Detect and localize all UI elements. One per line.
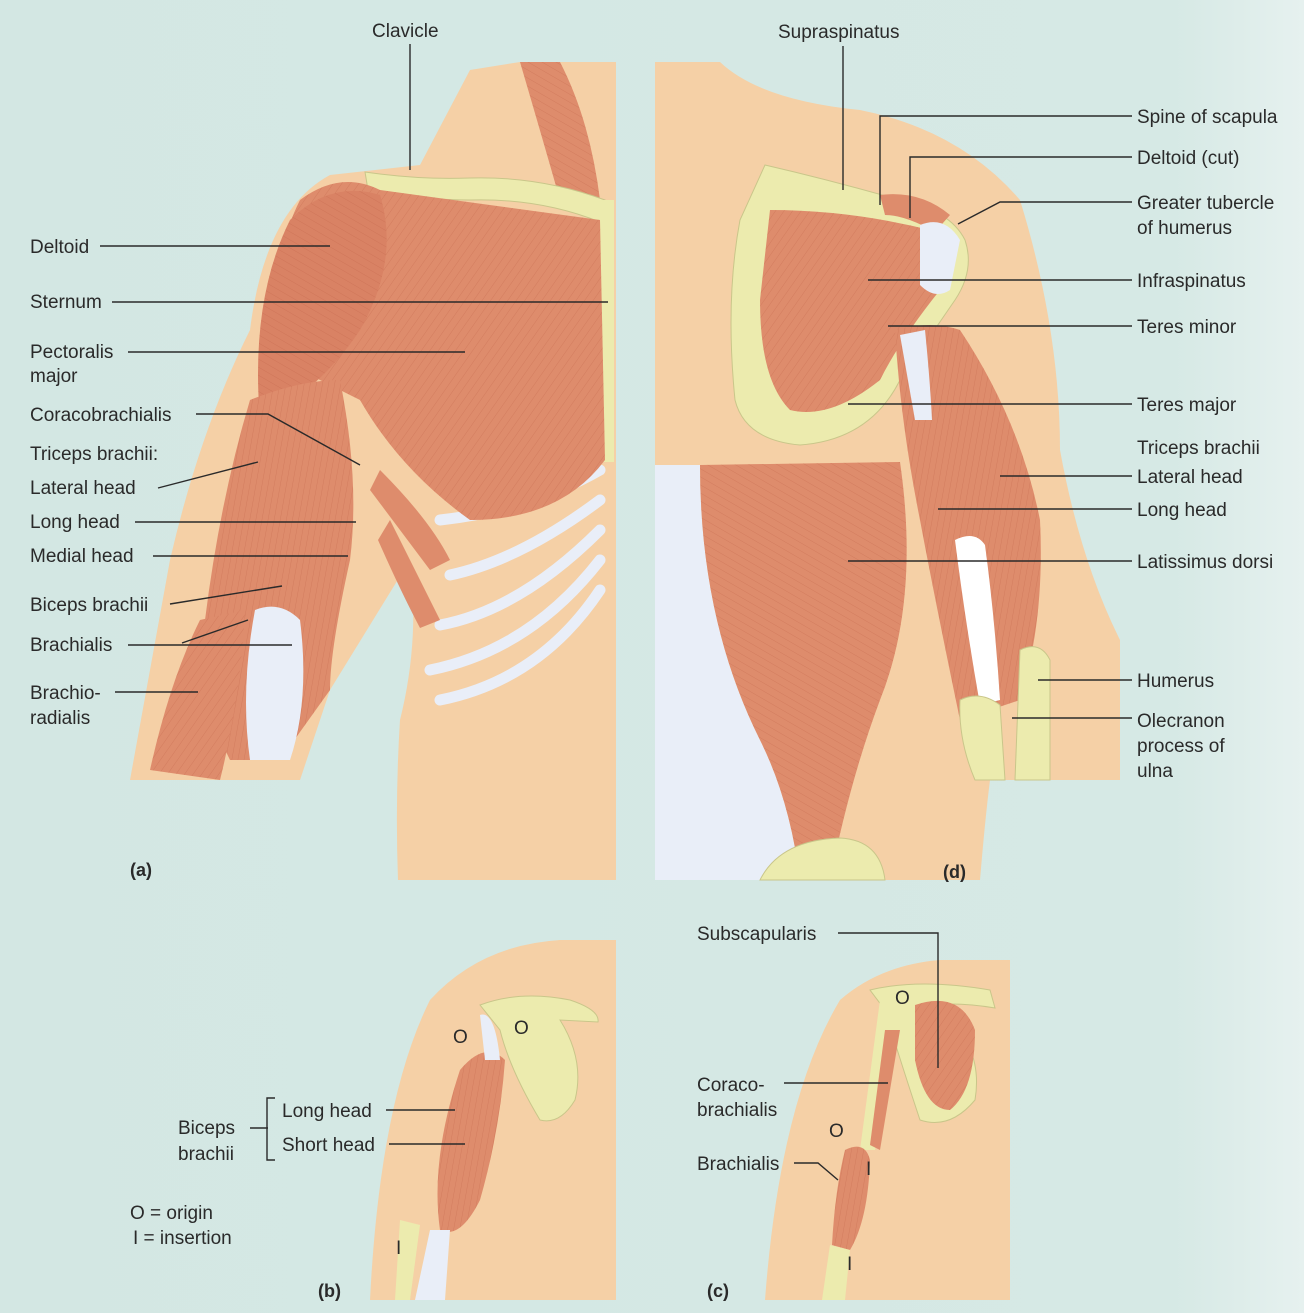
- label-lateral-head-d: Lateral head: [1137, 467, 1243, 488]
- label-brachioradialis-2: radialis: [30, 708, 90, 729]
- label-biceps-b-2: brachii: [178, 1144, 234, 1165]
- panel-a-illustration: [130, 62, 616, 880]
- label-brachialis: Brachialis: [30, 635, 112, 656]
- label-sternum: Sternum: [30, 292, 102, 313]
- label-triceps-d: Triceps brachii: [1137, 438, 1260, 459]
- label-biceps-b-1: Biceps: [178, 1118, 235, 1139]
- panel-label-c: (c): [707, 1281, 729, 1301]
- label-spine-scapula: Spine of scapula: [1137, 107, 1278, 128]
- mark-insertion-b: I: [396, 1238, 401, 1259]
- label-pectoralis-1: Pectoralis: [30, 342, 113, 363]
- mark-origin-b-1: O: [453, 1027, 468, 1048]
- label-subscapularis: Subscapularis: [697, 924, 816, 945]
- label-teres-major: Teres major: [1137, 395, 1237, 416]
- label-deltoid: Deltoid: [30, 237, 89, 258]
- label-coracobrachialis-c-2: brachialis: [697, 1100, 777, 1121]
- panel-label-b: (b): [318, 1281, 341, 1301]
- label-humerus: Humerus: [1137, 671, 1214, 692]
- panel-b-illustration: [370, 940, 616, 1300]
- label-olecranon-3: ulna: [1137, 761, 1173, 782]
- label-olecranon-1: Olecranon: [1137, 711, 1225, 732]
- label-supraspinatus: Supraspinatus: [778, 22, 899, 43]
- elbow-bones: [1015, 647, 1050, 780]
- label-long-head-d: Long head: [1137, 500, 1227, 521]
- label-short-head-b: Short head: [282, 1135, 375, 1156]
- label-infraspinatus: Infraspinatus: [1137, 271, 1246, 292]
- label-lateral-head: Lateral head: [30, 478, 136, 499]
- label-clavicle: Clavicle: [372, 21, 439, 42]
- panel-label-d: (d): [943, 862, 966, 882]
- label-triceps: Triceps brachii:: [30, 444, 158, 465]
- mark-insertion-c-1: I: [866, 1159, 871, 1180]
- label-coracobrachialis: Coracobrachialis: [30, 405, 172, 426]
- panel-c-illustration: [765, 960, 1010, 1300]
- legend-insertion: I = insertion: [133, 1228, 232, 1249]
- mark-insertion-c-2: I: [847, 1254, 852, 1275]
- label-medial-head: Medial head: [30, 546, 134, 567]
- legend-origin: O = origin: [130, 1203, 213, 1224]
- panel-d-illustration: [655, 62, 1120, 880]
- label-long-head-b: Long head: [282, 1101, 372, 1122]
- label-biceps: Biceps brachii: [30, 595, 148, 616]
- label-deltoid-cut: Deltoid (cut): [1137, 148, 1239, 169]
- label-latissimus: Latissimus dorsi: [1137, 552, 1273, 573]
- label-greater-tubercle-2: of humerus: [1137, 218, 1232, 239]
- mark-origin-c-2: O: [829, 1121, 844, 1142]
- mark-origin-b-2: O: [514, 1018, 529, 1039]
- label-coracobrachialis-c-1: Coraco-: [697, 1075, 765, 1096]
- label-pectoralis-2: major: [30, 366, 78, 387]
- label-olecranon-2: process of: [1137, 736, 1225, 757]
- label-long-head: Long head: [30, 512, 120, 533]
- panel-label-a: (a): [130, 860, 152, 880]
- mark-origin-c-1: O: [895, 988, 910, 1009]
- label-teres-minor: Teres minor: [1137, 317, 1237, 338]
- label-brachioradialis-1: Brachio-: [30, 683, 101, 704]
- label-greater-tubercle-1: Greater tubercle: [1137, 193, 1274, 214]
- label-brachialis-c: Brachialis: [697, 1154, 779, 1175]
